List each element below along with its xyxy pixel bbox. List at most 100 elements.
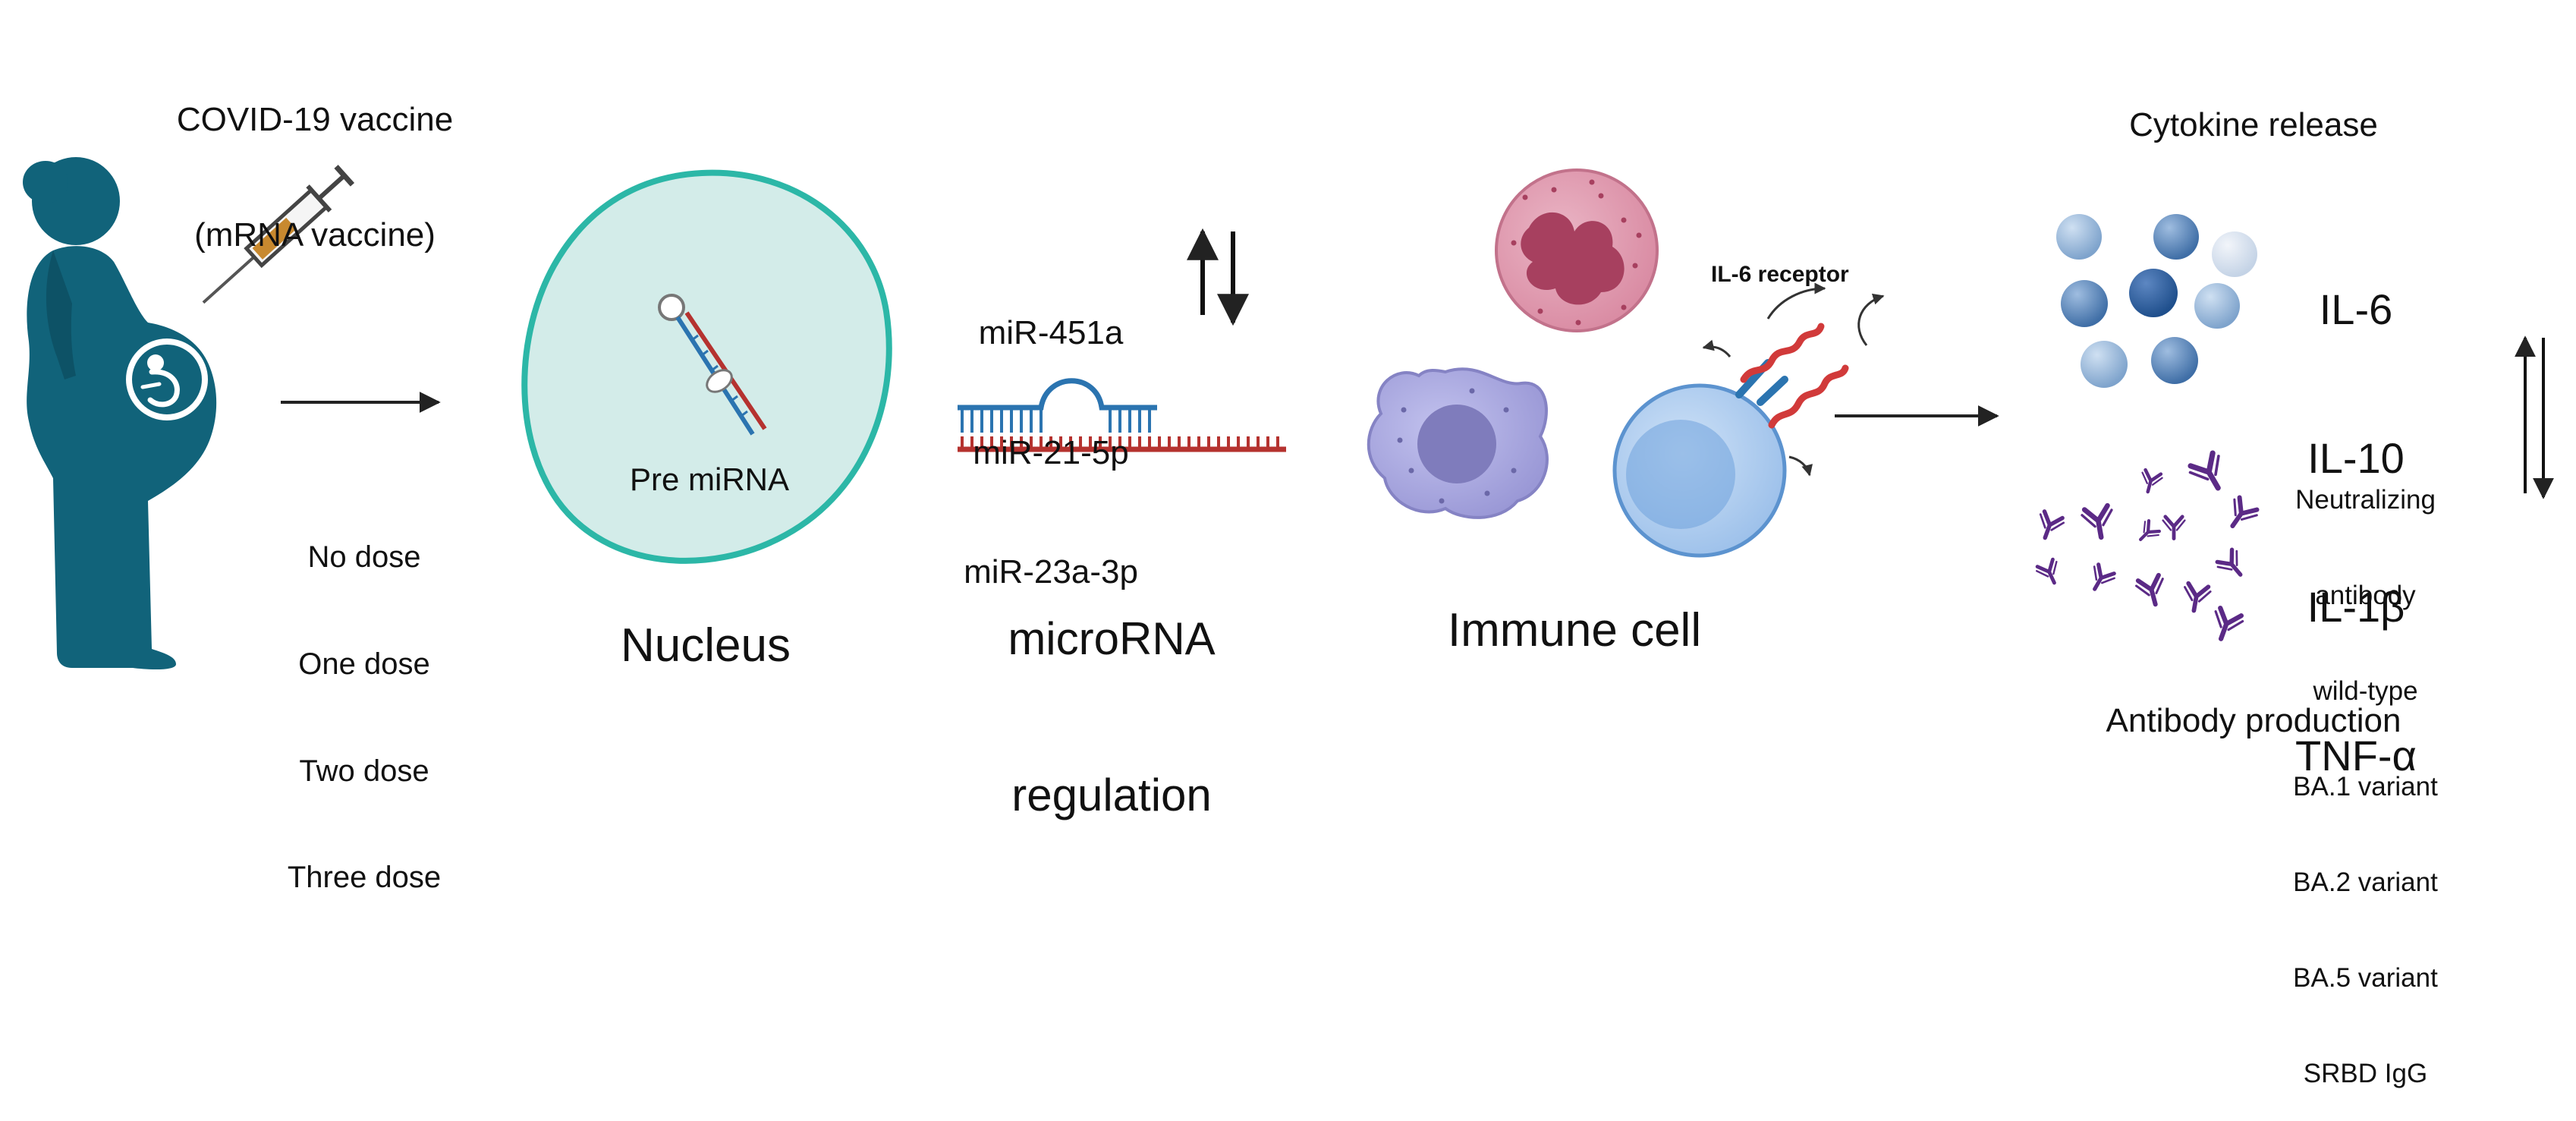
antibody-production-title: Antibody production xyxy=(2106,702,2401,739)
mirna-bases xyxy=(961,408,1151,433)
syringe-icon xyxy=(202,165,355,304)
pre-mirna-label: Pre miRNA xyxy=(629,461,790,497)
granule xyxy=(1401,407,1407,413)
antibody-icon xyxy=(2188,450,2221,491)
antibody-item: BA.5 variant xyxy=(2293,962,2438,993)
antibody-item: BA.1 variant xyxy=(2293,771,2438,801)
antibody-icon xyxy=(2141,468,2163,494)
microrna-regulation-line-1: microRNA xyxy=(1008,613,1216,664)
mirna-item: miR-21-5p xyxy=(973,433,1129,471)
antibody-light-chain xyxy=(2036,560,2058,578)
antibody-icon xyxy=(2081,502,2113,540)
antibody-chain xyxy=(2081,502,2110,540)
antibody-light-chain xyxy=(2081,509,2113,528)
antibody-item: SRBD IgG xyxy=(2303,1058,2428,1088)
granule xyxy=(1551,187,1557,193)
antibody-chain xyxy=(2042,509,2065,540)
antibody-icon xyxy=(2039,509,2065,540)
antibody-light-chain xyxy=(2184,586,2212,603)
antibody-chain xyxy=(2093,562,2116,591)
granule xyxy=(1439,498,1445,504)
mirna-list: miR-451a miR-21-5p miR-23a-3p xyxy=(937,235,1165,632)
granule xyxy=(1598,193,1604,199)
antibody-light-chain xyxy=(2188,455,2220,481)
antibody-icon xyxy=(2214,606,2244,641)
antibody-chain xyxy=(2218,606,2244,641)
il6-receptor-label: IL-6 receptor xyxy=(1711,262,1849,287)
antibodies-icon xyxy=(2035,450,2260,641)
granule xyxy=(1522,194,1528,200)
antibody-light-chain xyxy=(2039,513,2065,531)
granule xyxy=(1408,468,1414,474)
fetus-icon xyxy=(126,339,208,420)
antibody-light-chain xyxy=(2233,498,2258,521)
cytokine-item: IL-10 xyxy=(2307,433,2405,482)
antibody-icon xyxy=(2093,562,2116,591)
antibody-icon xyxy=(2230,495,2260,529)
antibody-chain xyxy=(2188,450,2221,491)
mirna-item: miR-23a-3p xyxy=(964,553,1138,591)
granule xyxy=(1469,388,1475,394)
antibody-chain xyxy=(2135,572,2161,607)
granule xyxy=(1621,304,1627,310)
granule xyxy=(1621,217,1627,223)
granule xyxy=(1511,468,1517,474)
cytokine-release-title: Cytokine release xyxy=(2129,106,2378,143)
antibody-chain xyxy=(2215,547,2243,577)
antibody-chain xyxy=(2139,519,2161,541)
mirna-item: miR-451a xyxy=(978,314,1124,352)
granule xyxy=(1636,232,1642,238)
neutrophil-granules xyxy=(1511,179,1642,326)
granule xyxy=(1589,179,1595,185)
il6-receptor-icon xyxy=(1702,282,1885,477)
granule xyxy=(1484,490,1490,496)
cytokine-item: IL-6 xyxy=(2319,285,2393,333)
antibody-light-chain xyxy=(2214,610,2244,631)
antibody-light-chain xyxy=(2135,578,2164,597)
antibody-item: antibody xyxy=(2315,580,2416,610)
antibody-item: Neutralizing xyxy=(2295,484,2436,515)
antibody-icon xyxy=(2215,547,2243,577)
granule xyxy=(1632,263,1638,269)
dose-item: No dose xyxy=(307,540,421,574)
cytokine-spheres-icon xyxy=(2056,214,2257,388)
dose-item: One dose xyxy=(298,647,430,681)
antibody-chain xyxy=(2163,515,2184,541)
mirna-target-duplex-icon xyxy=(958,378,1286,452)
immune-cell-label: Immune cell xyxy=(1447,604,1702,657)
antibody-chain xyxy=(2230,495,2260,529)
lymphocyte-cell-icon xyxy=(1612,383,1787,558)
granule xyxy=(1397,437,1403,443)
pregnant-woman-icon xyxy=(23,157,217,670)
macrophage-granules xyxy=(1397,388,1517,504)
granule xyxy=(1575,320,1581,326)
antibody-light-chain xyxy=(2141,471,2163,486)
macrophage-cell-icon xyxy=(1367,367,1549,519)
antibody-light-chain xyxy=(2162,519,2186,531)
diagram: COVID-19 vaccine (mRNA vaccine) No dose … xyxy=(23,24,2554,1088)
antibody-chain xyxy=(2186,581,2211,613)
cytokine-item: IL-1β xyxy=(2307,582,2405,631)
antibody-chain xyxy=(2144,468,2163,494)
granule xyxy=(1503,407,1509,413)
antibody-icon xyxy=(2135,572,2164,607)
dose-list: No dose One dose Two dose Three dose xyxy=(269,469,459,931)
vaccine-line-2: (mRNA vaccine) xyxy=(194,216,436,253)
antibody-icon xyxy=(2162,515,2186,541)
pre-mirna-hairpin-icon xyxy=(658,294,767,436)
dose-item: Two dose xyxy=(299,754,429,788)
antibody-item: BA.2 variant xyxy=(2293,867,2438,897)
antibody-light-chain xyxy=(2143,521,2159,537)
antibody-icon xyxy=(2035,557,2058,585)
dose-item: Three dose xyxy=(287,861,442,895)
granule xyxy=(1511,240,1517,246)
antibody-icon xyxy=(2139,519,2161,541)
mrna-bases xyxy=(961,436,1279,449)
vaccine-line-1: COVID-19 vaccine xyxy=(176,101,454,139)
antibody-list: Neutralizing antibody wild-type BA.1 var… xyxy=(2265,421,2466,1121)
vaccine-label: COVID-19 vaccine (mRNA vaccine) xyxy=(137,24,493,293)
antibody-chain xyxy=(2035,557,2056,585)
antibody-light-chain xyxy=(2216,549,2238,571)
diagram-graphics xyxy=(23,157,2554,670)
antibody-icon xyxy=(2184,581,2212,613)
